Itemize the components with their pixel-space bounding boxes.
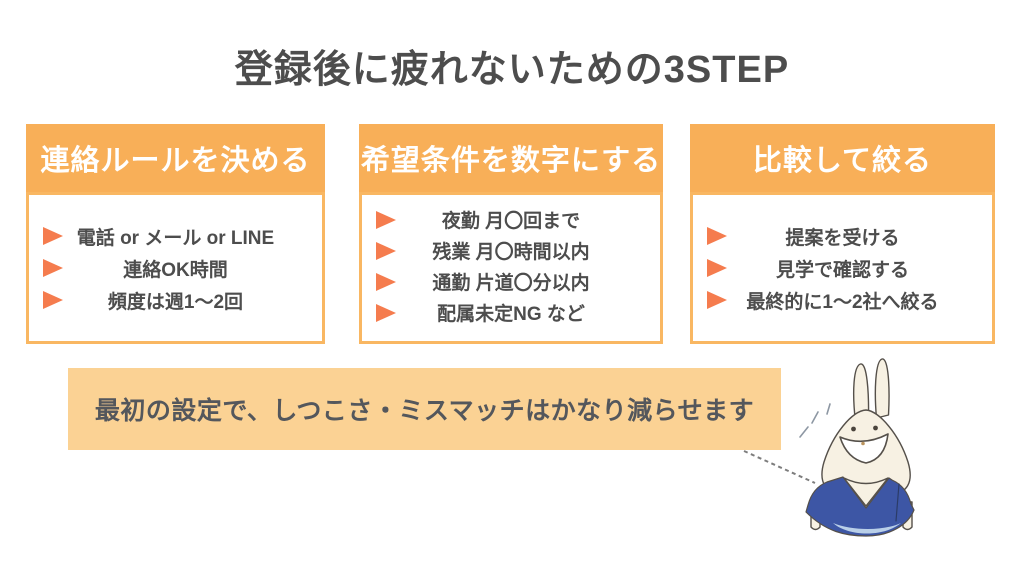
rabbit-nose (861, 441, 865, 446)
page-title: 登録後に疲れないための3STEP (234, 49, 790, 91)
note-connector-dashed-line (743, 450, 816, 484)
rabbit-left-ear (852, 363, 870, 423)
step-card-3: 比較して絞る 提案を受ける 見学で確認する 最終的に1〜2社へ絞る (690, 124, 995, 344)
step-card-1-heading: 連絡ルールを決める (26, 124, 325, 192)
step-card-2-list: 夜勤 月〇回まで 残業 月〇時間以内 通勤 片道〇分以内 配属未定NG など (359, 192, 663, 344)
list-item-label: 通勤 片道〇分以内 (432, 273, 590, 294)
triangle-right-icon (376, 272, 396, 291)
triangle-right-icon (376, 210, 396, 229)
rabbit-right-ear (874, 358, 890, 419)
rabbit-face (839, 425, 889, 464)
list-item: 通勤 片道〇分以内 (362, 266, 660, 297)
summary-note-text: 最初の設定で、しつこさ・ミスマッチはかなり減らせます (94, 397, 755, 425)
list-item: 提案を受ける (693, 220, 992, 252)
triangle-right-icon (376, 303, 396, 322)
step-card-2: 希望条件を数字にする 夜勤 月〇回まで 残業 月〇時間以内 通勤 片道〇分以内 … (359, 124, 663, 344)
step-card-1-list: 電話 or メール or LINE 連絡OK時間 頻度は週1〜2回 (26, 192, 325, 344)
list-item: 配属未定NG など (362, 297, 660, 328)
list-item-label: 配属未定NG など (437, 304, 585, 325)
step-card-1: 連絡ルールを決める 電話 or メール or LINE 連絡OK時間 頻度は週1… (26, 124, 325, 344)
rabbit-smiling-mouth (839, 433, 889, 464)
list-item-label: 夜勤 月〇回まで (441, 211, 581, 232)
list-item-label: 連絡OK時間 (123, 259, 228, 281)
list-item: 夜勤 月〇回まで (362, 204, 660, 235)
rabbit-right-eye (873, 425, 878, 431)
triangle-right-icon (707, 291, 727, 309)
rabbit-left-eye (851, 426, 856, 432)
sparkle-icon (799, 403, 831, 438)
list-item: 連絡OK時間 (29, 252, 322, 284)
list-item-label: 残業 月〇時間以内 (432, 242, 590, 263)
list-item: 電話 or メール or LINE (29, 220, 322, 252)
rabbit-mascot (805, 358, 915, 537)
list-item-label: 最終的に1〜2社へ絞る (746, 291, 939, 313)
step-card-3-heading: 比較して絞る (690, 124, 995, 192)
triangle-right-icon (707, 227, 727, 245)
triangle-right-icon (43, 227, 63, 245)
list-item: 頻度は週1〜2回 (29, 284, 322, 316)
step-card-2-heading: 希望条件を数字にする (359, 124, 663, 192)
triangle-right-icon (707, 259, 727, 277)
list-item: 見学で確認する (693, 252, 992, 284)
summary-note: 最初の設定で、しつこさ・ミスマッチはかなり減らせます (68, 368, 781, 450)
step-card-3-list: 提案を受ける 見学で確認する 最終的に1〜2社へ絞る (690, 192, 995, 344)
rabbit-shirt-seam (895, 483, 900, 522)
triangle-right-icon (376, 241, 396, 260)
rabbit-chest-fur (843, 477, 889, 507)
rabbit-shirt-shadow (833, 523, 901, 534)
list-item-label: 提案を受ける (785, 227, 900, 249)
rabbit-mascot-illustration (743, 358, 915, 537)
list-item-label: 電話 or メール or LINE (76, 227, 275, 249)
triangle-right-icon (43, 291, 63, 309)
list-item-label: 頻度は週1〜2回 (107, 291, 244, 313)
list-item-label: 見学で確認する (775, 259, 909, 281)
list-item: 最終的に1〜2社へ絞る (693, 284, 992, 316)
rabbit-shirt (805, 476, 915, 537)
triangle-right-icon (43, 259, 63, 277)
list-item: 残業 月〇時間以内 (362, 235, 660, 266)
